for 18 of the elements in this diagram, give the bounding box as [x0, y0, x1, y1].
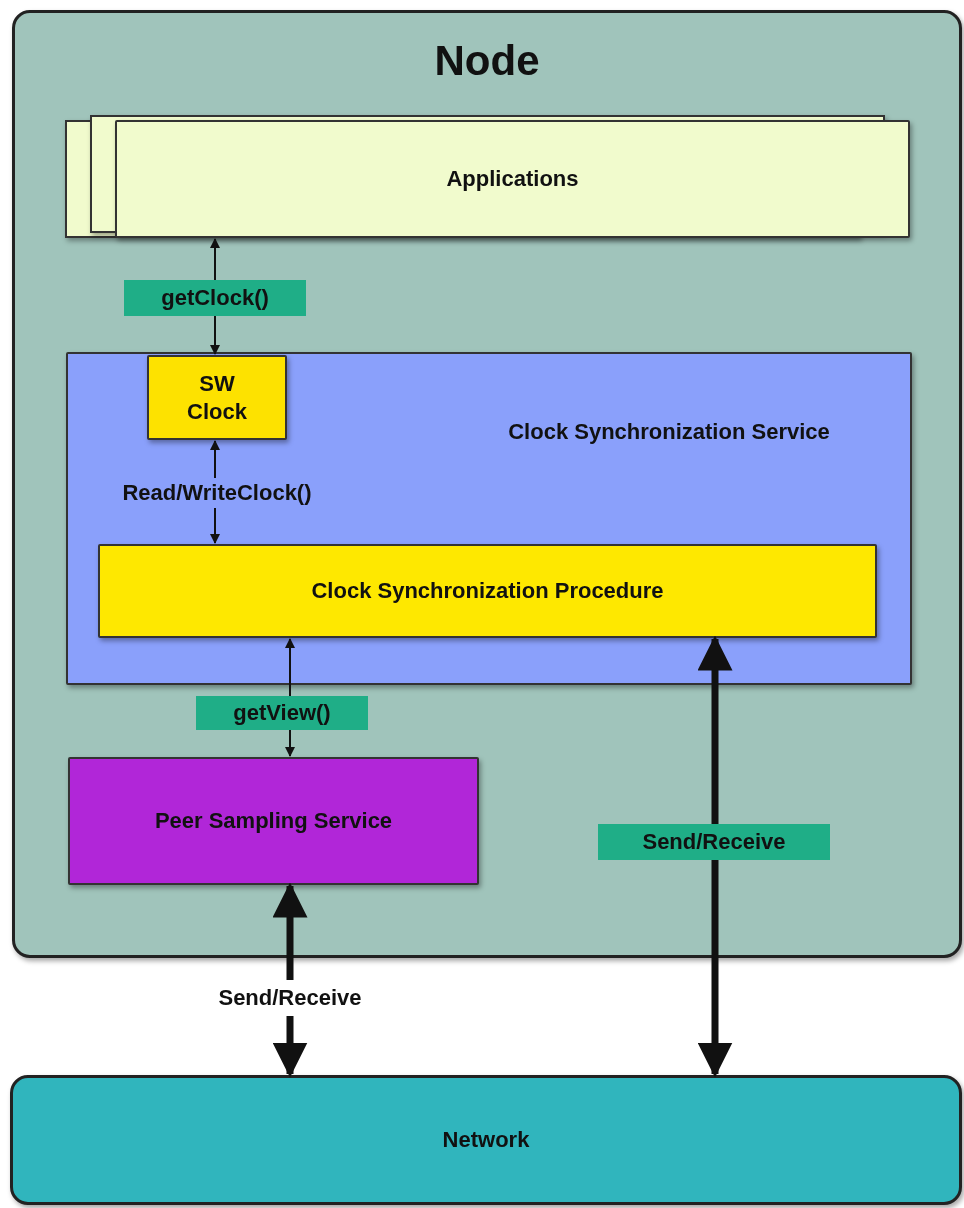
application-card	[115, 120, 910, 238]
edge-label: getView()	[196, 696, 368, 730]
node-container	[12, 10, 962, 958]
network-box	[10, 1075, 962, 1205]
node-label: Clock Synchronization Procedure	[310, 577, 665, 606]
node-label: Clock Synchronization Service	[507, 418, 831, 446]
procedure-box	[98, 544, 877, 638]
service-box	[68, 757, 479, 885]
arrow	[697, 635, 733, 1078]
edge-label: getClock()	[124, 280, 306, 316]
node-label: Peer Sampling Service	[153, 807, 394, 836]
edge-label: Send/Receive	[598, 824, 830, 860]
clock-box	[147, 355, 287, 440]
node-label: Applications	[445, 165, 580, 194]
service-box	[66, 352, 912, 685]
container-title: Node	[433, 36, 541, 86]
node-label: SW Clock	[186, 370, 248, 426]
node-label: Network	[441, 1126, 531, 1155]
